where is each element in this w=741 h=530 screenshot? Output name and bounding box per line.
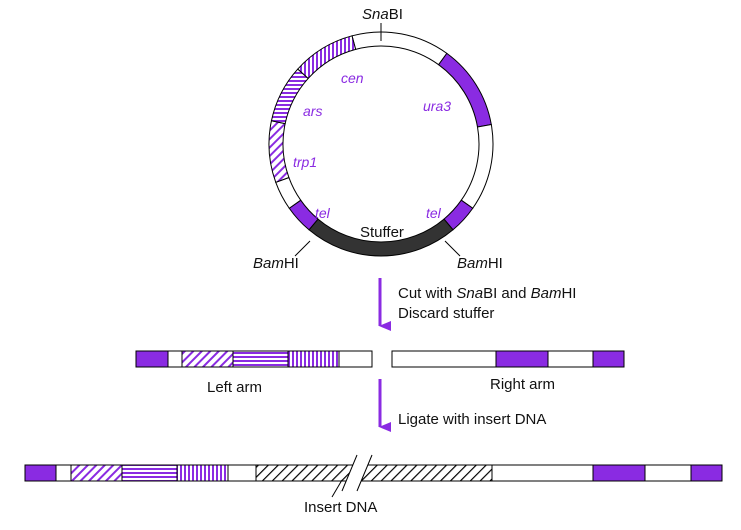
plasmid-segment-cen [297, 35, 357, 80]
gene-label-cen: cen [341, 70, 364, 86]
gene-label-tel-left: tel [315, 205, 331, 221]
left-arm-tel [135, 350, 169, 368]
construct-trp1 [70, 464, 123, 482]
plasmid-segment-ura3 [437, 52, 492, 128]
right-arm [391, 350, 625, 368]
gene-label-ura3: ura3 [423, 98, 451, 114]
construct-insert-dna [255, 464, 493, 482]
left-arm [135, 350, 373, 368]
construct-break-line-2 [356, 454, 373, 492]
right-arm-tel [592, 350, 625, 368]
bamhi-right-tick [444, 240, 461, 257]
gene-label-tel-right: tel [426, 205, 442, 221]
construct-tel-left [24, 464, 57, 482]
construct-ars [121, 464, 178, 482]
plasmid-segment-trp1 [268, 120, 290, 183]
construct-cen [176, 464, 229, 482]
step2-text: Ligate with insert DNA [398, 411, 546, 428]
gene-label-trp1: trp1 [293, 154, 317, 170]
right-arm-label: Right arm [490, 376, 555, 393]
left-arm-label: Left arm [207, 379, 262, 396]
construct-tel-right [690, 464, 723, 482]
left-arm-cen [287, 350, 340, 368]
snabi-site-label: SnaBI [362, 6, 403, 23]
plasmid-segment-backbone-right [460, 123, 494, 209]
step1-text-line1: Cut with SnaBI and BamHI [398, 285, 576, 302]
right-arm-ura3 [495, 350, 549, 368]
left-arm-ars [232, 350, 289, 368]
stuffer-label: Stuffer [360, 224, 404, 241]
construct-break-line-1 [341, 454, 358, 492]
ligated-construct [24, 454, 723, 492]
gene-label-ars: ars [303, 103, 322, 119]
construct-ura3 [592, 464, 646, 482]
left-arm-trp1 [181, 350, 234, 368]
construct-break-gap [342, 455, 372, 491]
bamhi-right-site-label: BamHI [457, 255, 503, 272]
bamhi-left-tick [294, 240, 311, 257]
insert-dna-label: Insert DNA [304, 499, 377, 516]
step1-text-line2: Discard stuffer [398, 305, 494, 322]
insert-dna-pointer [331, 479, 343, 498]
plasmid-segment-backbone-top [351, 31, 448, 66]
bamhi-left-site-label: BamHI [253, 255, 299, 272]
plasmid-ring [268, 31, 494, 257]
